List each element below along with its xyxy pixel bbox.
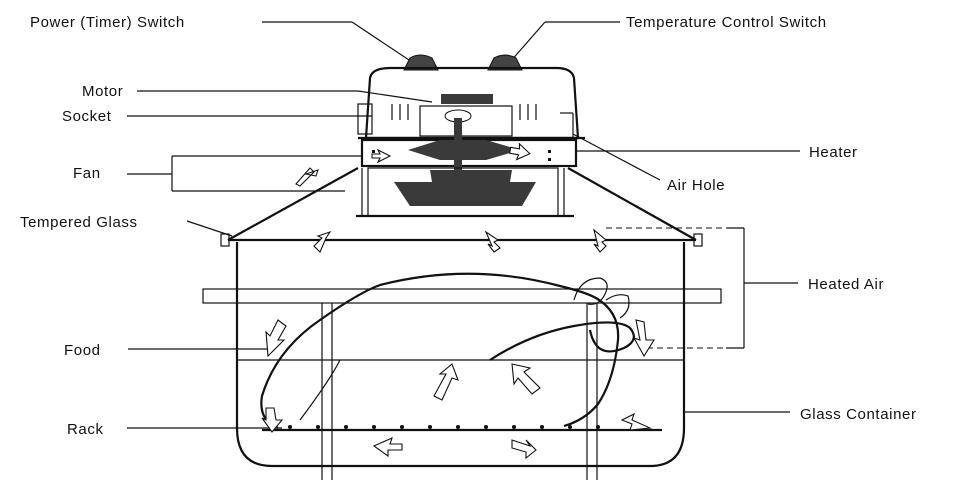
- rack: [202, 288, 722, 480]
- arrow-icon: [265, 319, 287, 358]
- temperature-switch-knob: [487, 54, 523, 71]
- heated-air-bracket: [606, 227, 727, 349]
- arrow-icon: [620, 412, 653, 431]
- label-motor: Motor: [82, 83, 123, 100]
- label-rack: Rack: [67, 421, 104, 438]
- arrow-icon: [484, 230, 501, 253]
- label-fan: Fan: [73, 165, 101, 182]
- arrow-icon: [313, 230, 332, 253]
- arrow-icon: [261, 407, 284, 433]
- arrow-icon: [511, 439, 537, 460]
- lid-housing: [357, 66, 585, 140]
- label-tempered-glass: Tempered Glass: [20, 214, 138, 231]
- food-chicken: [260, 272, 635, 430]
- tempered-glass-cover: [220, 167, 703, 247]
- label-food: Food: [64, 342, 101, 359]
- arrow-icon: [372, 436, 403, 458]
- arrow-icon: [632, 319, 655, 358]
- arrow-icon: [593, 228, 607, 253]
- arrow-icon: [295, 167, 319, 187]
- arrow-icon: [511, 363, 541, 395]
- arrow-icon: [508, 142, 531, 161]
- label-heater: Heater: [809, 144, 858, 161]
- airflow-arrows: [261, 142, 655, 460]
- label-socket: Socket: [62, 108, 112, 125]
- arrow-icon: [433, 363, 459, 401]
- label-glass-container: Glass Container: [800, 406, 917, 423]
- arrow-icon: [371, 148, 392, 164]
- label-heated-air: Heated Air: [808, 276, 884, 293]
- power-switch-knob: [403, 54, 439, 71]
- fan-heater-compartment: [356, 118, 578, 218]
- label-air-hole: Air Hole: [667, 177, 725, 194]
- label-power-switch: Power (Timer) Switch: [30, 14, 185, 31]
- glass-container: [235, 242, 686, 468]
- leader-lines: [127, 21, 800, 429]
- label-temperature-switch: Temperature Control Switch: [626, 14, 827, 31]
